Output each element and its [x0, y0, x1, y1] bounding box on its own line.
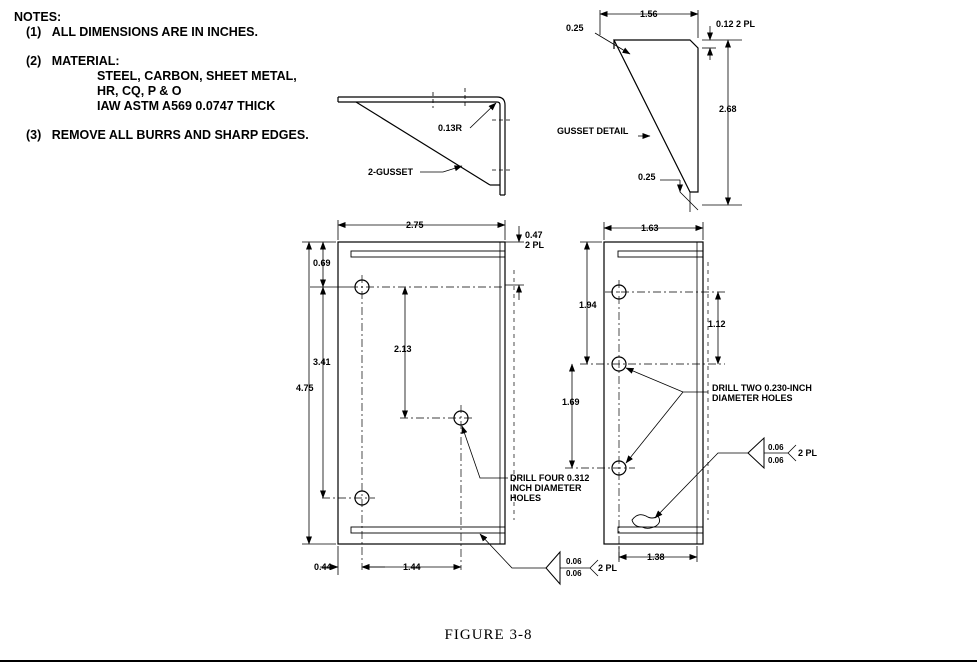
right-hole-pitch-dim: 1.12 [708, 319, 726, 329]
gusset-bottom-chamfer-dim: 0.25 [638, 172, 656, 182]
right-hole-span-dim: 1.69 [562, 397, 580, 407]
note-1-number: (1) [26, 25, 42, 39]
engineering-drawing: 0.13R 2-GUSSET 1.56 0.25 0.12 2 PL 2.68 … [296, 9, 818, 586]
radius-label: 0.13R [438, 123, 463, 133]
note-2-number: (2) [26, 54, 42, 68]
note-3-text: REMOVE ALL BURRS AND SHARP EDGES. [51, 128, 309, 142]
notes-heading: NOTES: [14, 10, 62, 24]
drill-four-line-3: HOLES [510, 493, 541, 503]
front-weld-top: 0.06 [566, 557, 582, 566]
note-2-line-2: HR, CQ, P & O [97, 84, 182, 98]
left-hole-dim: 0.44 [314, 562, 332, 572]
right-weld-top: 0.06 [768, 443, 784, 452]
right-weld-note: 2 PL [798, 448, 818, 458]
note-2-line-1: STEEL, CARBON, SHEET METAL, [97, 69, 297, 83]
right-view [565, 222, 797, 562]
drill-two-line-1: DRILL TWO 0.230-INCH [712, 383, 812, 393]
front-weld-note: 2 PL [598, 563, 618, 573]
right-to-hole-dim: 1.94 [579, 300, 597, 310]
note-3-number: (3) [26, 128, 42, 142]
top-hole-dim: 0.69 [313, 258, 331, 268]
drill-four-line-1: DRILL FOUR 0.312 [510, 473, 589, 483]
front-width-dim: 2.75 [406, 220, 424, 230]
front-view [302, 220, 599, 586]
hole-span-vertical-dim: 3.41 [313, 357, 331, 367]
note-2-line-3: IAW ASTM A569 0.0747 THICK [97, 99, 276, 113]
gusset-width-dim: 1.56 [640, 9, 658, 19]
drill-two-line-2: DIAMETER HOLES [712, 393, 793, 403]
gusset-count-label: 2-GUSSET [368, 167, 414, 177]
right-width-dim: 1.63 [641, 223, 659, 233]
gusset-top-right-dim: 0.12 2 PL [716, 19, 756, 29]
bottom-rule [0, 660, 977, 662]
note-3: (3) REMOVE ALL BURRS AND SHARP EDGES. [14, 128, 309, 143]
note-2-text: MATERIAL: [51, 54, 120, 68]
right-bottom-width-dim: 1.38 [647, 552, 665, 562]
front-height-dim: 4.75 [296, 383, 314, 393]
front-weld-bottom: 0.06 [566, 569, 582, 578]
notes-block: NOTES: (1) ALL DIMENSIONS ARE IN INCHES.… [14, 10, 309, 143]
note-1-text: ALL DIMENSIONS ARE IN INCHES. [51, 25, 258, 39]
side-view [337, 88, 512, 196]
gusset-detail-view [594, 10, 742, 212]
gusset-detail-label: GUSSET DETAIL [557, 126, 629, 136]
figure-caption: FIGURE 3-8 [444, 627, 533, 643]
note-2: (2) MATERIAL: [14, 54, 309, 69]
drill-four-line-2: INCH DIAMETER [510, 483, 582, 493]
gusset-height-dim: 2.68 [719, 104, 737, 114]
hole-offset-vertical-dim: 2.13 [394, 344, 412, 354]
gusset-top-chamfer-dim: 0.25 [566, 23, 584, 33]
hole-spacing-horizontal-dim: 1.44 [403, 562, 421, 572]
slot-offset-dim: 0.47 [525, 230, 543, 240]
note-1: (1) ALL DIMENSIONS ARE IN INCHES. [14, 25, 309, 40]
right-weld-bottom: 0.06 [768, 456, 784, 465]
slot-offset-note: 2 PL [525, 240, 545, 250]
